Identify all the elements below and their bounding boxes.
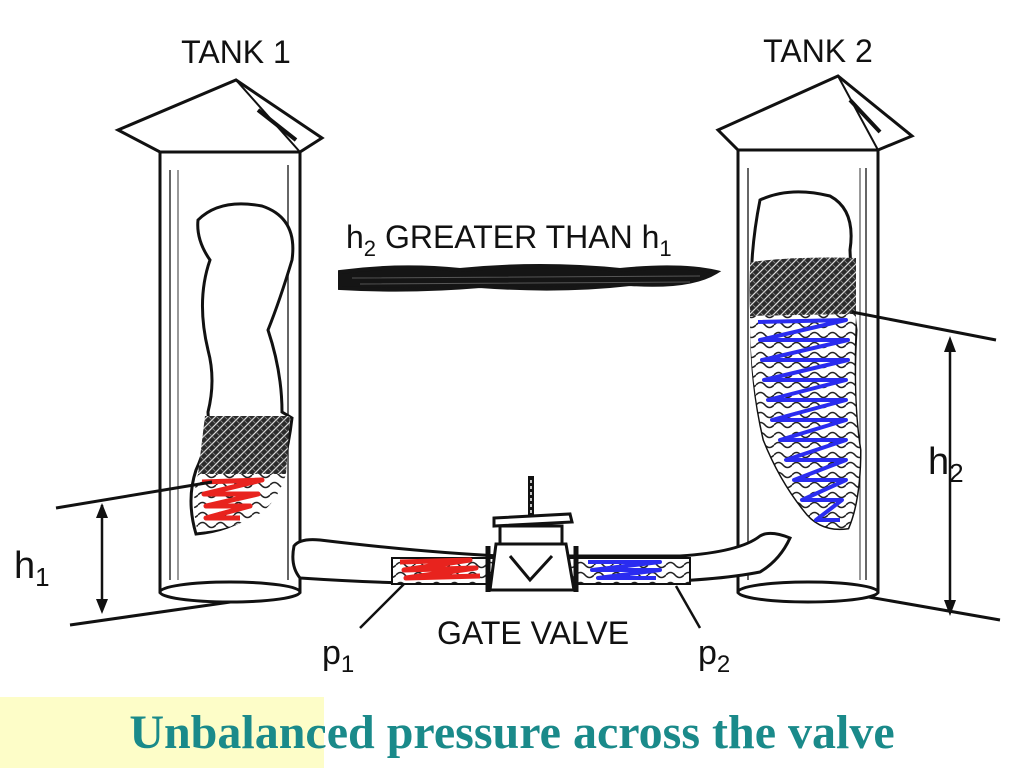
pipe-red-scribble — [399, 557, 481, 581]
tank-2-gas-layer — [750, 257, 856, 316]
tank-1-red-scribble — [201, 477, 265, 521]
tank-2-roof — [715, 74, 915, 152]
p1-leader — [359, 583, 405, 629]
gate-valve-label: GATE VALVE — [437, 615, 629, 651]
tank-1-gas-layer — [198, 416, 290, 474]
tank-2: TANK 2 — [715, 33, 915, 604]
tank-1-label: TANK 1 — [181, 34, 291, 70]
h1-label: h1 — [14, 545, 50, 592]
tank-1: TANK 1 — [114, 34, 325, 604]
headline-text: h2 GREATER THAN h1 — [346, 219, 672, 261]
tank-2-blue-scribble — [757, 318, 850, 522]
h2-label: h2 — [928, 441, 964, 488]
caption-text: Unbalanced pressure across the valve — [129, 706, 895, 759]
gate-valve — [485, 476, 579, 592]
caption-highlight — [0, 697, 324, 768]
tank-2-label: TANK 2 — [763, 33, 873, 69]
tank-1-roof — [114, 78, 325, 154]
pipe-blue-scribble — [588, 560, 662, 580]
p1-label: p1 — [322, 634, 354, 678]
valve-handwheel — [492, 512, 574, 528]
h2-dimension: h2 — [851, 310, 997, 616]
p2-leader — [674, 585, 702, 629]
p2-label: p2 — [698, 634, 730, 678]
h1-dimension: h1 — [14, 480, 213, 614]
